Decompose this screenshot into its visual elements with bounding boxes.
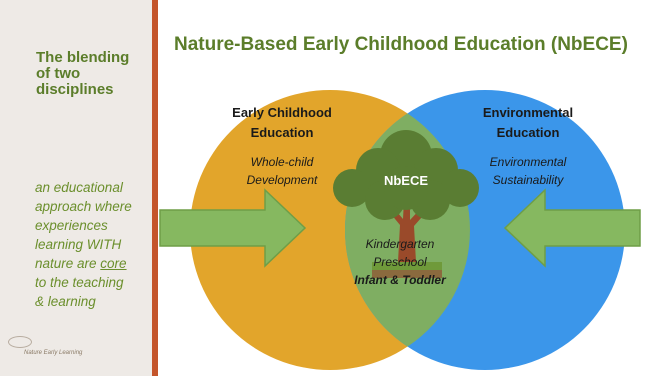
sidebar-desc-line: nature are core xyxy=(35,254,147,273)
left-sub-line: Development xyxy=(246,173,318,187)
ground-strip xyxy=(372,262,442,270)
sidebar-description: an educational approach where experience… xyxy=(35,178,147,311)
sidebar-desc-text: nature are xyxy=(35,256,101,271)
right-sub-line: Environmental xyxy=(489,155,567,169)
sidebar-desc-line: experiences xyxy=(35,218,108,233)
sidebar-title: The blending of two disciplines xyxy=(36,50,146,98)
right-arrow xyxy=(503,188,641,268)
level-kindergarten: Kindergarten xyxy=(365,237,435,251)
sidebar-desc-line: learning WITH xyxy=(35,237,122,252)
overlap-levels: Kindergarten Preschool Infant & Toddler xyxy=(340,235,460,289)
tree-canopy xyxy=(333,130,479,220)
left-arrow xyxy=(159,188,307,268)
level-preschool: Preschool xyxy=(373,255,427,269)
sidebar-desc-line: approach where xyxy=(35,199,132,214)
canopy-lobe xyxy=(384,166,428,210)
right-heading-line: Environmental xyxy=(482,105,574,120)
left-sub-line: Whole-child xyxy=(250,155,314,169)
sidebar-title-line: of two xyxy=(36,65,81,82)
level-infant-toddler: Infant & Toddler xyxy=(354,273,446,287)
canopy-lobe xyxy=(441,169,479,207)
sidebar-desc-line: an educational xyxy=(35,180,123,195)
sidebar-title-line: The blending xyxy=(36,49,130,66)
logo-mark-icon xyxy=(8,336,32,348)
sidebar-divider xyxy=(152,0,158,376)
sidebar xyxy=(0,0,152,376)
sidebar-title-line: disciplines xyxy=(36,81,114,98)
left-circle-label: Early Childhood Education Whole-child De… xyxy=(222,103,342,189)
right-heading-line: Education xyxy=(496,125,560,140)
left-heading-line: Early Childhood xyxy=(232,105,332,120)
canopy-lobe xyxy=(333,169,371,207)
right-circle-label: Environmental Education Environmental Su… xyxy=(468,103,588,189)
logo-text: Nature Early Learning xyxy=(24,350,83,356)
core-emphasis: core xyxy=(100,256,127,271)
right-sub-line: Sustainability xyxy=(492,173,564,187)
left-heading-line: Education xyxy=(250,125,314,140)
sidebar-desc-line: & learning xyxy=(35,294,96,309)
page-title: Nature-Based Early Childhood Education (… xyxy=(174,34,628,55)
sidebar-desc-line: to the teaching xyxy=(35,275,124,290)
tree-label: NbECE xyxy=(383,173,429,188)
ground-soil xyxy=(372,270,442,278)
